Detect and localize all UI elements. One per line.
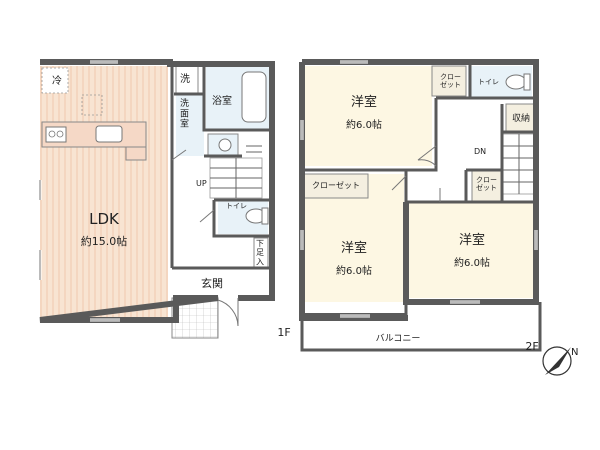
entrance-door <box>217 298 239 327</box>
storage-label: 収納 <box>512 112 530 124</box>
ldk-size: 約15.0帖 <box>81 234 128 248</box>
closet-sw-label: クローゼット <box>312 180 360 190</box>
fridge-label: 冷 <box>52 74 62 87</box>
toilet-2f-icon <box>505 74 527 90</box>
ldk-floor <box>40 66 168 317</box>
room-sw-door <box>391 175 407 191</box>
balcony-label: バルコニー <box>376 333 421 344</box>
stairs-1f <box>209 145 263 199</box>
stairs-2f <box>501 133 537 195</box>
floor-2f-label: 2F <box>525 340 538 353</box>
closet-nw <box>431 65 467 97</box>
stairs-1f-label: UP <box>196 179 207 188</box>
wall-1f-inner <box>170 62 272 270</box>
second-floor: 洋室 約6.0帖 洋室 約6.0帖 洋室 約6.0帖 クローゼット クローゼット… <box>299 59 542 353</box>
room-nw-name: 洋室 <box>351 94 377 110</box>
wall-2f-inner <box>302 64 538 318</box>
balcony <box>300 302 540 352</box>
room-nw-floor <box>304 66 432 166</box>
entrance-label: 玄関 <box>201 276 223 290</box>
fridge-icon <box>41 67 69 94</box>
washroom-label: 洗面室 <box>180 97 189 130</box>
toilet-2f-label: トイレ <box>478 78 499 86</box>
closet-nw-label: クローゼット <box>440 73 461 89</box>
toilet-1f-door <box>199 209 215 223</box>
compass-icon: N <box>542 346 578 376</box>
first-floor: 冷 洗 浴室 洗面室 UP トイレ 下足入 玄関 LDK 約15.0帖 1F <box>38 59 291 339</box>
sink-icon <box>95 125 123 143</box>
stove-icon <box>45 126 67 143</box>
room-se-size: 約6.0帖 <box>454 256 490 269</box>
washer-label: 洗 <box>180 73 190 85</box>
shoe-cabinet-label: 下足入 <box>256 239 264 266</box>
room-sw-name: 洋室 <box>341 240 367 256</box>
room-se-name: 洋室 <box>459 232 485 248</box>
dish-rack-icon <box>81 94 103 116</box>
compass-label: N <box>571 347 578 358</box>
toilet-1f-label: トイレ <box>226 202 247 210</box>
kitchen-peninsula <box>42 122 147 161</box>
bathtub-icon <box>241 71 267 123</box>
wall-1f-outer <box>39 59 275 323</box>
ldk-name: LDK <box>89 210 120 228</box>
room-se-floor <box>408 202 536 298</box>
washroom-door <box>171 149 187 161</box>
entrance-floor <box>176 270 268 298</box>
closet-se-label: クローゼット <box>476 176 497 192</box>
balcony-rail <box>300 302 542 352</box>
floor-1f-label: 1F <box>277 326 290 339</box>
vanity-basin-icon <box>218 138 232 152</box>
room-sw-size: 約6.0帖 <box>336 264 372 277</box>
bath-label: 浴室 <box>212 94 232 107</box>
stairs-2f-label: DN <box>474 147 486 156</box>
room-nw-door <box>417 145 437 167</box>
washroom-floor <box>176 94 204 156</box>
room-nw-size: 約6.0帖 <box>346 118 382 131</box>
